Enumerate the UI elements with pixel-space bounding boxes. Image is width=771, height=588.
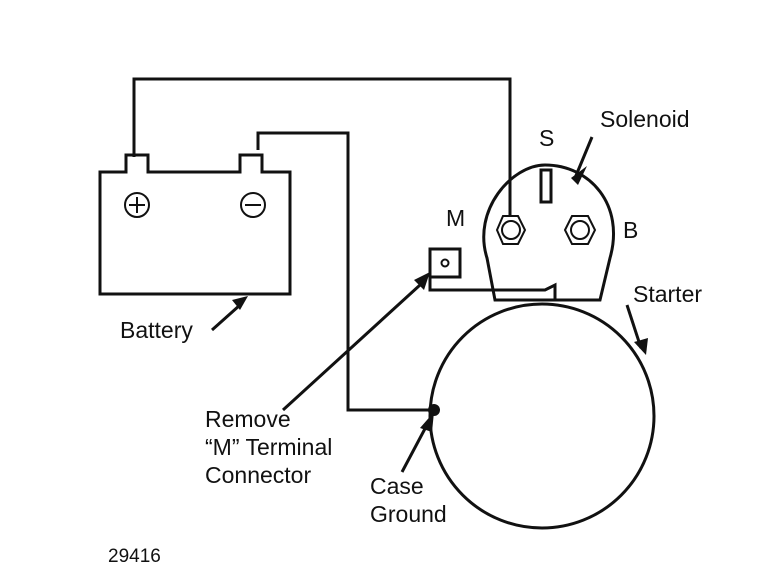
starter-label: Starter <box>633 281 702 307</box>
s-terminal-label: S <box>539 125 554 151</box>
terminal-nut-icon <box>495 215 527 245</box>
solenoid-icon <box>428 163 616 302</box>
starter-motor-icon <box>428 302 656 530</box>
arrow-icon <box>400 412 434 473</box>
figure-number: 29416 <box>108 546 161 567</box>
remove-label-line3: Connector <box>205 462 311 488</box>
case-label-line2: Ground <box>370 501 447 527</box>
ground-cable <box>256 131 434 412</box>
terminal-nut-icon <box>563 215 597 245</box>
case-ground-dot <box>428 404 440 416</box>
arrow-icon <box>211 296 248 332</box>
case-label-line1: Case <box>370 473 424 499</box>
remove-label-line1: Remove <box>205 406 291 432</box>
arrow-icon <box>625 304 648 355</box>
m-terminal-label: M <box>446 205 465 231</box>
positive-cable <box>132 77 512 215</box>
solenoid-label: Solenoid <box>600 106 690 132</box>
arrow-icon <box>281 272 430 412</box>
battery-label: Battery <box>120 317 193 343</box>
arrow-icon <box>571 136 594 185</box>
remove-label-line2: “M” Terminal <box>205 434 332 460</box>
b-terminal-label: B <box>623 217 638 243</box>
battery-icon <box>98 153 292 296</box>
